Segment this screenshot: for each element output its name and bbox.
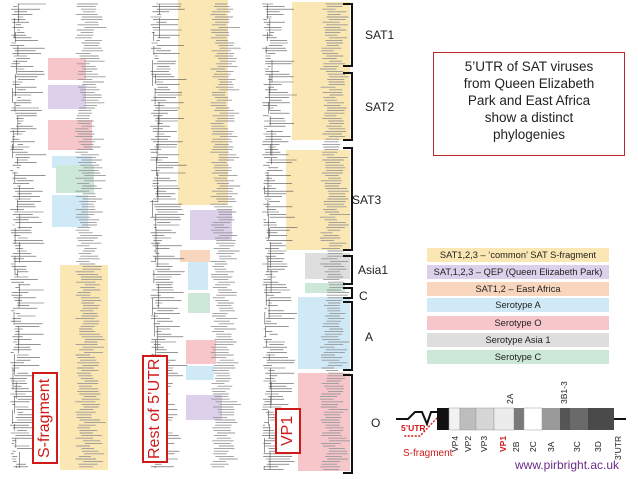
genome-label-vp3: VP3	[479, 436, 489, 452]
panel-label-vp1: VP1	[275, 408, 301, 454]
tree-leaf-labels	[210, 3, 241, 468]
legend-item-sat-qep: SAT,1,2,3 – QEP (Queen Elizabeth Park)	[427, 265, 609, 279]
panel-label-rest-5utr: Rest of 5’UTR	[142, 355, 168, 463]
genome-label-2b: 2B	[511, 441, 521, 452]
info-box-line5: phylogenies	[492, 127, 566, 142]
legend-item-serotype-a: Serotype A	[427, 298, 609, 312]
legend-item-serotype-c: Serotype C	[427, 350, 609, 364]
legend-item-sat-east-africa: SAT1,2 – East Africa	[427, 282, 609, 296]
clade-label-a: A	[365, 330, 374, 344]
clade-brackets	[343, 3, 353, 474]
info-box-line3: Park and East Africa	[467, 93, 591, 108]
panel-label-vp1-text: VP1	[279, 415, 296, 447]
genome-label-vp4: VP4	[450, 436, 460, 452]
panel-label-s-fragment: S-fragment	[32, 372, 58, 464]
genome-label-vp2: VP2	[463, 436, 473, 452]
info-box-line1: 5’UTR of SAT viruses	[464, 59, 594, 74]
genome-label-2c: 2C	[528, 441, 538, 452]
genome-label-utr5: 5’UTR	[401, 423, 426, 433]
clade-label-o: O	[371, 416, 381, 430]
tree-s-fragment	[10, 3, 108, 470]
clade-label-c: C	[359, 289, 368, 303]
info-box-line4: show a distinct	[484, 110, 574, 125]
genome-label-3utr: 3’UTR	[613, 436, 623, 460]
panel-label-s-fragment-text: S-fragment	[36, 378, 53, 458]
tree-branches	[10, 3, 107, 468]
clade-label-asia1: Asia1	[358, 263, 389, 277]
legend-item-serotype-asia1: Serotype Asia 1	[427, 333, 609, 347]
panel-label-rest-5utr-text: Rest of 5’UTR	[146, 358, 163, 460]
genome-label-3a: 3A	[546, 441, 556, 452]
genome-label-vp1: VP1	[498, 436, 508, 452]
genome-label-3d: 3D	[593, 441, 603, 452]
tree-branch-path	[262, 3, 298, 470]
genome-diagram: 5’UTR VP4 VP2 VP3 VP1 2B 2C 3A 3C 3D 3’U…	[396, 381, 626, 460]
legend-item-serotype-o: Serotype O	[427, 316, 609, 330]
tree-vp1	[262, 2, 351, 471]
tree-leaf-labels	[320, 3, 351, 470]
tree-branches	[262, 3, 351, 470]
clade-label-sat2: SAT2	[365, 100, 395, 114]
genome-label-3c: 3C	[572, 441, 582, 452]
info-box-line2: from Queen Elizabeth	[463, 76, 595, 91]
genome-s-fragment-label: S-fragment	[403, 448, 453, 459]
tree-leaf-labels	[75, 3, 107, 468]
tree-rest-5utr	[150, 0, 241, 468]
genome-label-3b: 3B1-3	[559, 381, 569, 404]
clade-label-sat1: SAT1	[365, 28, 395, 42]
tree-branch-path	[10, 3, 47, 468]
clade-label-sat3: SAT3	[352, 193, 382, 207]
info-box: 5’UTR of SAT viruses from Queen Elizabet…	[433, 52, 625, 156]
legend-item-sat-common: SAT1,2,3 – ‘common’ SAT S-fragment	[427, 248, 609, 262]
footer-url[interactable]: www.pirbright.ac.uk	[515, 458, 620, 472]
genome-label-2a: 2A	[505, 393, 515, 404]
